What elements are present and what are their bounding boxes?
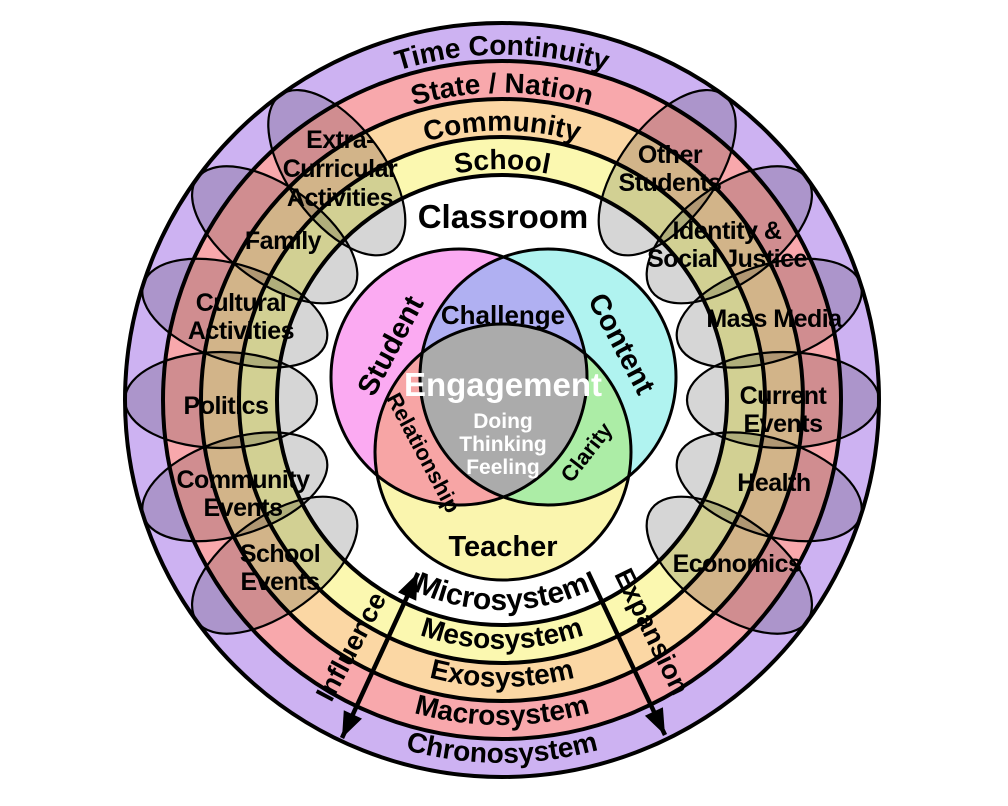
satellite-ellipse-identity-social-justice <box>645 165 814 305</box>
venn-label-feeling: Feeling <box>466 456 540 479</box>
satellite-label-current-events: Current Events <box>740 382 828 438</box>
satellite-line: Current <box>740 382 828 410</box>
satellite-line: Activities <box>188 317 294 345</box>
satellite-line: Events <box>241 568 320 596</box>
satellite-ellipse-extra-curricular-activities <box>267 88 407 257</box>
satellite-ellipse-other-students <box>597 88 737 257</box>
satellite-label-extra-curricular-activities: Extra- Curricular Activities <box>283 126 399 212</box>
venn-label-challenge: Challenge <box>441 300 565 330</box>
satellite-ellipse-economics <box>645 495 814 635</box>
satellite-ellipse-mass-media <box>675 257 863 369</box>
satellite-label-school-events: School Events <box>240 540 321 596</box>
satellite-label-other-students: Other Students <box>619 141 722 197</box>
ring-label-school: School <box>452 144 553 180</box>
satellite-label-family: Family <box>245 227 322 255</box>
venn-label-teacher: Teacher <box>448 531 557 563</box>
satellite-label-health: Health <box>737 469 810 497</box>
satellite-ellipse-family <box>190 165 359 305</box>
influence-arrow-line <box>339 572 421 739</box>
venn-outline-teacher <box>373 322 633 582</box>
satellite-line: Extra- <box>306 126 374 154</box>
venn-label-thinking: Thinking <box>459 433 547 456</box>
expansion-arrow-line <box>585 571 668 736</box>
satellite-label-identity-social-justice: Identity & Social Justice <box>647 217 808 273</box>
satellite-line: Events <box>204 494 283 522</box>
satellite-line: Community <box>177 466 311 494</box>
satellite-ellipse-community-events <box>141 431 329 543</box>
satellite-line: Events <box>744 410 823 438</box>
satellite-ellipse-current-events <box>685 350 881 450</box>
satellite-line: Other <box>638 141 703 169</box>
satellite-ellipse-cultural-activities <box>141 257 329 369</box>
venn-diagram <box>329 247 678 582</box>
satellite-label-community-events: Community Events <box>177 466 311 522</box>
ring-label-classroom: Classroom <box>418 198 589 235</box>
satellite-line: Curricular <box>283 155 398 183</box>
venn-outline-student <box>329 247 589 507</box>
satellite-line: Identity & <box>673 217 782 245</box>
satellite-ellipse-politics <box>123 350 319 450</box>
satellite-line: Activities <box>287 184 393 212</box>
satellite-line: Cultural <box>196 289 286 317</box>
venn-outline-content <box>418 247 678 507</box>
arrows <box>339 571 668 739</box>
venn-center-engagement <box>420 324 587 505</box>
venn-label-doing: Doing <box>473 410 532 433</box>
satellite-line: School <box>240 540 320 568</box>
venn-label-engagement: Engagement <box>404 366 602 403</box>
satellite-ellipse-health <box>675 431 863 543</box>
satellite-label-economics: Economics <box>673 550 802 578</box>
satellite-line: Social Justice <box>647 245 807 273</box>
satellite-line: Students <box>619 169 722 197</box>
influence-arrowhead-inward <box>398 573 418 601</box>
influence-arrowhead-outward <box>342 710 362 738</box>
satellite-label-politics: Politics <box>184 392 269 420</box>
satellite-label-mass-media: Mass Media <box>706 305 843 333</box>
expansion-arrowhead-outward <box>644 707 665 735</box>
satellite-label-cultural-activities: Cultural Activities <box>188 289 295 345</box>
satellite-ellipse-school-events <box>190 495 359 635</box>
